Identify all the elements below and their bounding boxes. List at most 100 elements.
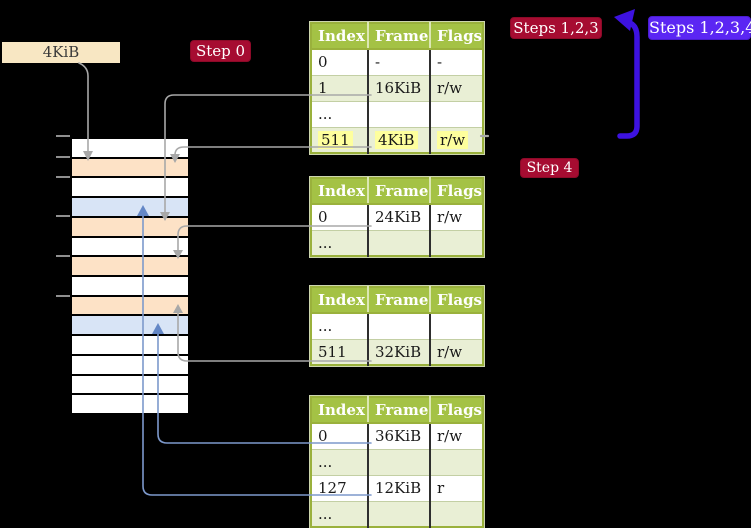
- cell-frame: 12KiB: [368, 474, 431, 501]
- memory-frame-free: [72, 375, 188, 396]
- cell-flags: r/w: [430, 338, 483, 365]
- column-header-flags: Flags: [430, 287, 483, 314]
- cell-index: ...: [311, 500, 369, 527]
- table-row: ...: [311, 312, 483, 339]
- cell-index: 511: [311, 338, 369, 365]
- cell-flags: r/w: [430, 126, 483, 153]
- badge-steps-1-2-3: Steps 1,2,3: [510, 17, 602, 39]
- memory-frame-table: [72, 257, 188, 278]
- page-table-level-3: Index Frame Flags 0 24KiB r/w ...: [309, 176, 485, 258]
- cell-index: 0: [311, 422, 369, 449]
- column-header-index: Index: [311, 287, 369, 314]
- table-row: ...: [311, 229, 483, 256]
- table-row: 0 36KiB r/w: [311, 422, 483, 449]
- root-table-frame-label: 4KiB: [2, 42, 120, 63]
- cell-flags: r: [430, 474, 483, 501]
- cell-index: ...: [311, 448, 369, 475]
- table-row: 127 12KiB r: [311, 474, 483, 501]
- cell-frame: [368, 100, 431, 127]
- column-header-index: Index: [311, 397, 369, 424]
- cell-frame: [368, 312, 431, 339]
- cell-frame: 32KiB: [368, 338, 431, 365]
- memory-tick: [56, 135, 70, 137]
- page-table-level-4: Index Frame Flags 0 - - 1 16KiB r/w ... …: [309, 21, 485, 155]
- table-header-row: Index Frame Flags: [311, 397, 483, 424]
- table-header-row: Index Frame Flags: [311, 23, 483, 50]
- cell-flags: [430, 500, 483, 527]
- memory-frame-free: [72, 336, 188, 356]
- table-row: ...: [311, 100, 483, 127]
- cell-frame: 36KiB: [368, 422, 431, 449]
- loop-arrow-shaft: [617, 20, 640, 139]
- recursive-loop-arrow: [614, 9, 640, 139]
- cell-index: 0: [311, 203, 369, 230]
- table-row: 511 32KiB r/w: [311, 338, 483, 365]
- table-row: 0 - -: [311, 48, 483, 75]
- highlight: 511: [318, 130, 353, 149]
- highlight: 4KiB: [375, 130, 418, 149]
- cell-index: 511: [311, 126, 369, 153]
- table-row: 0 24KiB r/w: [311, 203, 483, 230]
- cell-index: 127: [311, 474, 369, 501]
- memory-frame-free: [72, 277, 188, 297]
- cell-frame: -: [368, 48, 431, 75]
- arrowhead-upleft-icon: [614, 9, 635, 31]
- cell-index: 0: [311, 48, 369, 75]
- badge-steps-1-2-3-4: Steps 1,2,3,4: [648, 16, 751, 40]
- memory-tick: [56, 255, 70, 257]
- memory-frame-free: [72, 395, 188, 414]
- table-row: ...: [311, 500, 483, 527]
- cell-index: ...: [311, 100, 369, 127]
- memory-tick: [56, 295, 70, 297]
- memory-tick: [56, 176, 70, 178]
- cell-flags: [430, 312, 483, 339]
- page-table-level-1: Index Frame Flags 0 36KiB r/w ... 127 12…: [309, 395, 485, 528]
- column-header-flags: Flags: [430, 178, 483, 205]
- memory-frame-table: [72, 296, 188, 317]
- cell-frame: [368, 500, 431, 527]
- badge-step-4: Step 4: [520, 158, 579, 178]
- memory-tick: [56, 156, 70, 158]
- cell-frame: 4KiB: [368, 126, 431, 153]
- column-header-index: Index: [311, 23, 369, 50]
- cell-flags: r/w: [430, 74, 483, 101]
- column-header-index: Index: [311, 178, 369, 205]
- cell-flags: -: [430, 48, 483, 75]
- cell-index: 1: [311, 74, 369, 101]
- table-header-row: Index Frame Flags: [311, 178, 483, 205]
- cell-frame: [368, 448, 431, 475]
- cell-index: ...: [311, 312, 369, 339]
- memory-frame-page: [72, 316, 188, 337]
- cell-flags: r/w: [430, 203, 483, 230]
- highlight: r/w: [437, 130, 469, 149]
- memory-frame-free: [72, 178, 188, 199]
- cell-flags: r/w: [430, 422, 483, 449]
- memory-frame-free: [72, 237, 188, 258]
- cell-frame: [368, 229, 431, 256]
- memory-frame-table: [72, 217, 188, 238]
- physical-memory-stack: [70, 137, 190, 415]
- column-header-frame: Frame: [368, 397, 431, 424]
- table-row: ...: [311, 448, 483, 475]
- table-row-recursive-entry: 511 4KiB r/w: [311, 126, 483, 153]
- page-table-level-2: Index Frame Flags ... 511 32KiB r/w: [309, 285, 485, 367]
- memory-frame-page: [72, 198, 188, 218]
- column-header-frame: Frame: [368, 23, 431, 50]
- memory-tick: [56, 215, 70, 217]
- column-header-flags: Flags: [430, 397, 483, 424]
- cell-index: ...: [311, 229, 369, 256]
- cell-flags: [430, 448, 483, 475]
- cell-flags: [430, 100, 483, 127]
- cell-frame: 24KiB: [368, 203, 431, 230]
- memory-frame-table: [72, 158, 188, 179]
- cell-flags: [430, 229, 483, 256]
- badge-step-0: Step 0: [190, 40, 251, 62]
- table-row: 1 16KiB r/w: [311, 74, 483, 101]
- memory-frame-free: [72, 355, 188, 376]
- column-header-frame: Frame: [368, 178, 431, 205]
- table-header-row: Index Frame Flags: [311, 287, 483, 314]
- memory-frame-free: [72, 139, 188, 159]
- column-header-flags: Flags: [430, 23, 483, 50]
- column-header-frame: Frame: [368, 287, 431, 314]
